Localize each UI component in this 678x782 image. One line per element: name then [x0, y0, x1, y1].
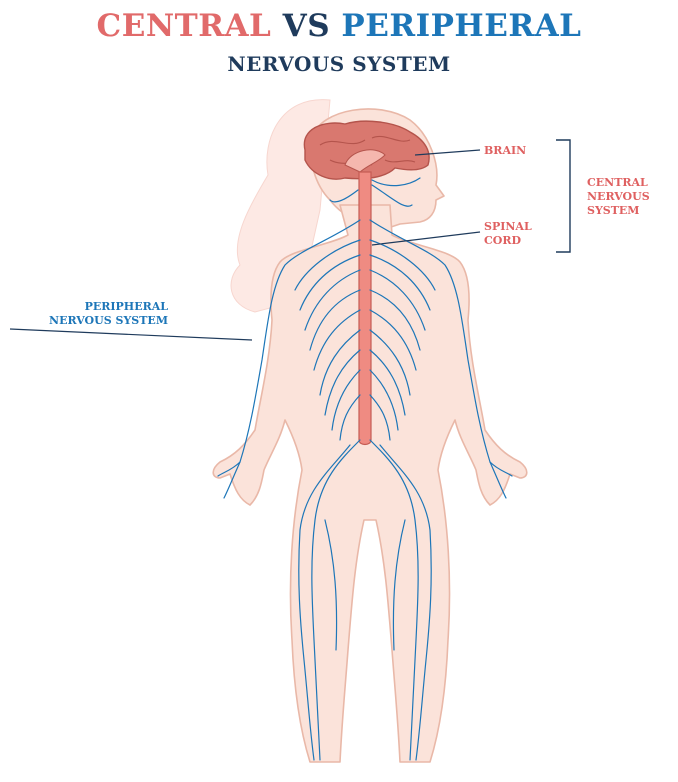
spinal-cord-shape	[359, 172, 371, 445]
brain-label: BRAIN	[484, 144, 526, 158]
pns-leader-line	[10, 329, 252, 340]
pns-label: PERIPHERAL NERVOUS SYSTEM	[12, 300, 168, 328]
cns-bracket	[556, 140, 570, 252]
spinal-cord-label: SPINAL CORD	[484, 220, 532, 248]
cns-label: CENTRAL NERVOUS SYSTEM	[587, 176, 650, 218]
